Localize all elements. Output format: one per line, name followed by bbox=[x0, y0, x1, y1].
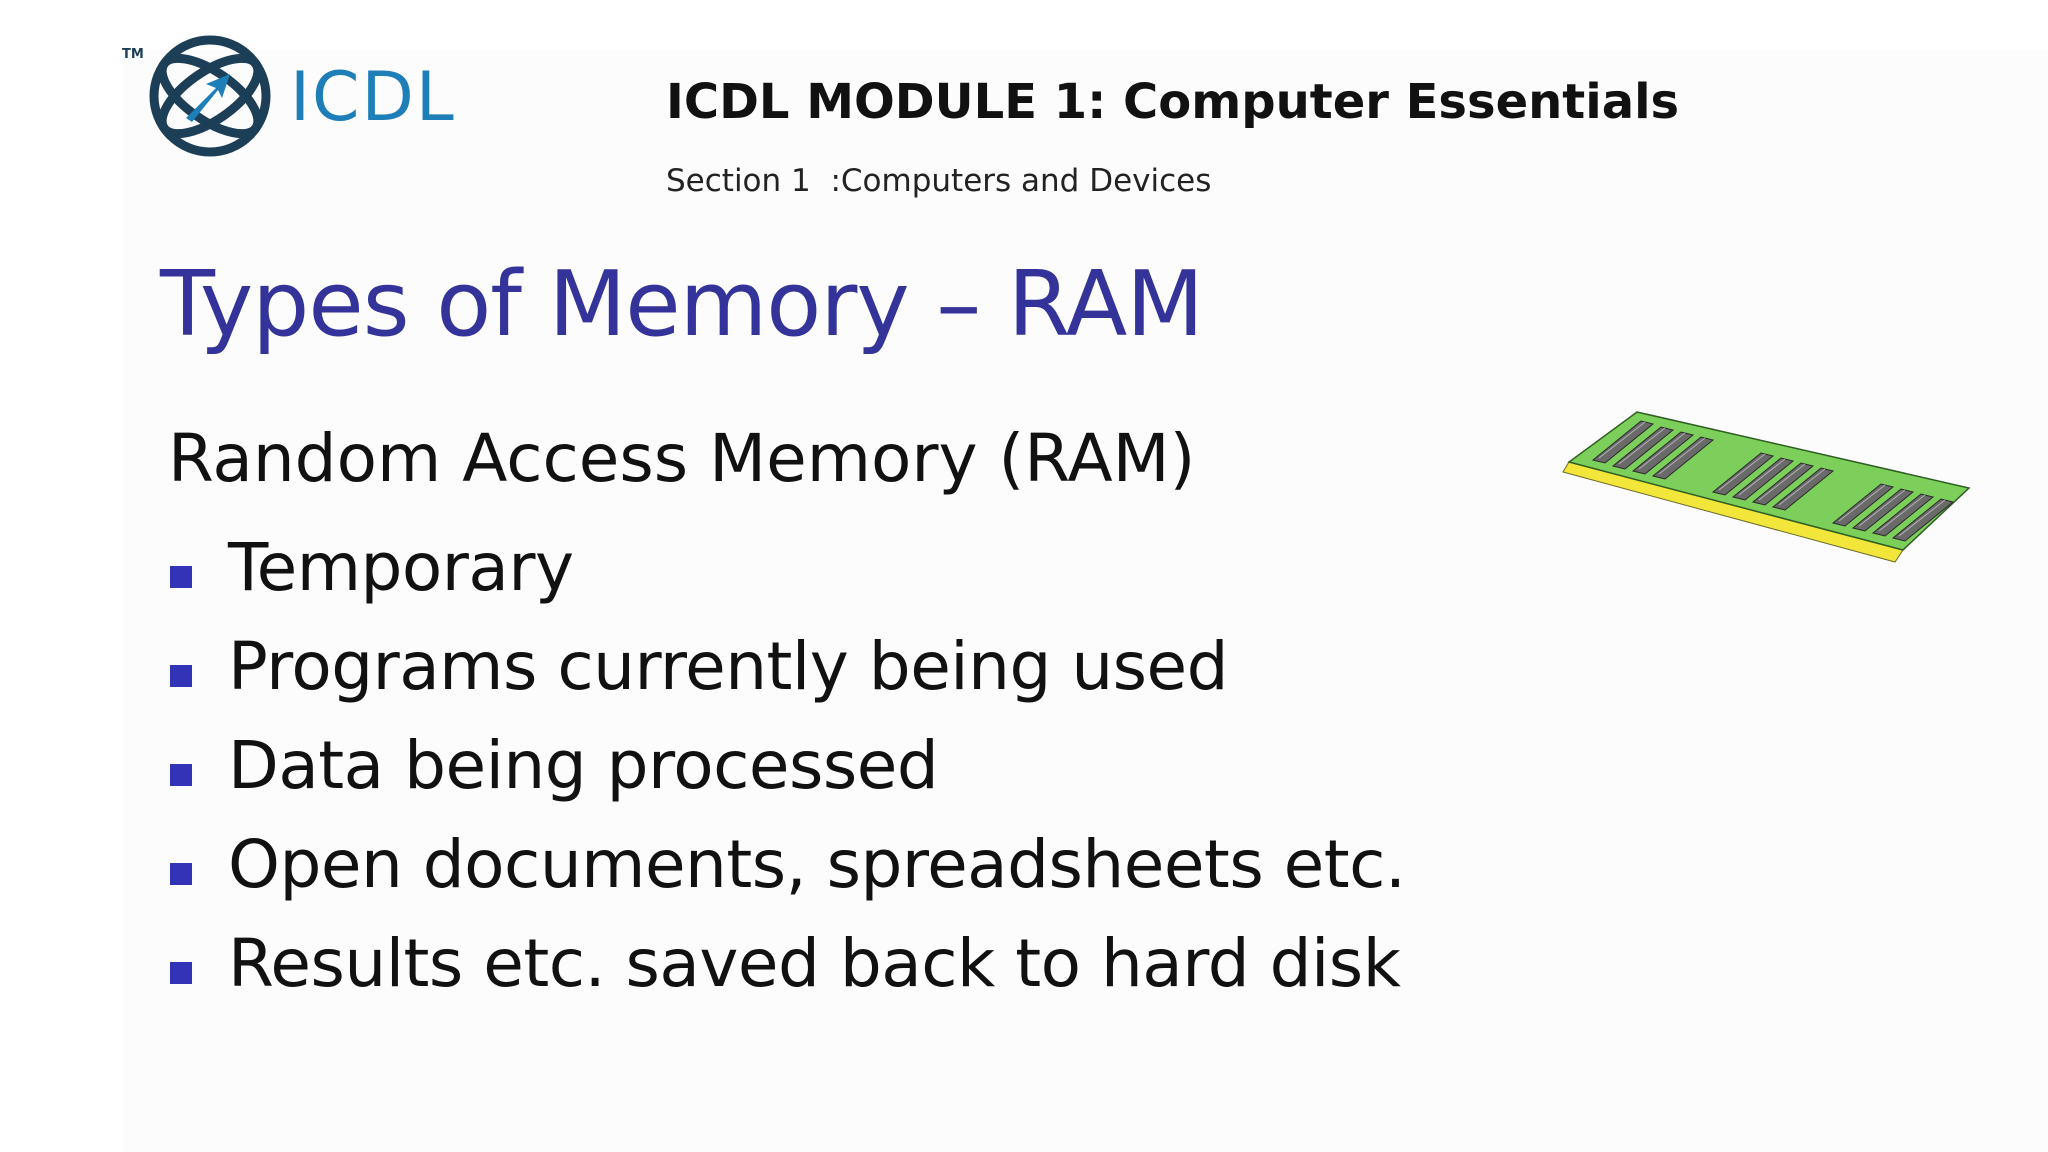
slide-title: Types of Memory – RAM bbox=[160, 252, 1204, 357]
module-title: ICDL MODULE 1: Computer Essentials bbox=[666, 74, 1680, 130]
content-panel bbox=[122, 50, 2048, 1152]
intro-line: Random Access Memory (RAM) bbox=[168, 420, 1196, 497]
bullet-item: Data being processed bbox=[170, 716, 1405, 815]
icdl-logo: TM ICDL bbox=[118, 28, 478, 163]
bullet-text: Data being processed bbox=[228, 727, 939, 804]
square-bullet-icon bbox=[170, 565, 192, 588]
bullet-item: Programs currently being used bbox=[170, 617, 1405, 716]
bullet-text: Open documents, spreadsheets etc. bbox=[228, 826, 1406, 903]
bullet-item: Open documents, spreadsheets etc. bbox=[170, 815, 1406, 914]
square-bullet-icon bbox=[170, 763, 192, 786]
bullet-text: Results etc. saved back to hard disk bbox=[228, 925, 1401, 1002]
bullet-item: Temporary bbox=[170, 518, 1405, 617]
bullet-list: Temporary Programs currently being used … bbox=[170, 518, 1406, 1013]
icdl-globe-icon: TM ICDL bbox=[122, 35, 456, 157]
square-bullet-icon bbox=[170, 664, 192, 687]
logo-brand-text: ICDL bbox=[290, 58, 456, 137]
square-bullet-icon bbox=[170, 862, 192, 885]
trademark-mark: TM bbox=[122, 47, 144, 62]
bullet-text: Programs currently being used bbox=[228, 628, 1229, 705]
square-bullet-icon bbox=[170, 961, 192, 984]
ram-module-icon bbox=[1562, 411, 1971, 563]
bullet-item: Results etc. saved back to hard disk bbox=[170, 914, 1405, 1013]
section-subtitle: Section 1 :Computers and Devices bbox=[666, 163, 1212, 199]
ram-module-image bbox=[1545, 400, 1985, 570]
bullet-text: Temporary bbox=[228, 529, 574, 606]
